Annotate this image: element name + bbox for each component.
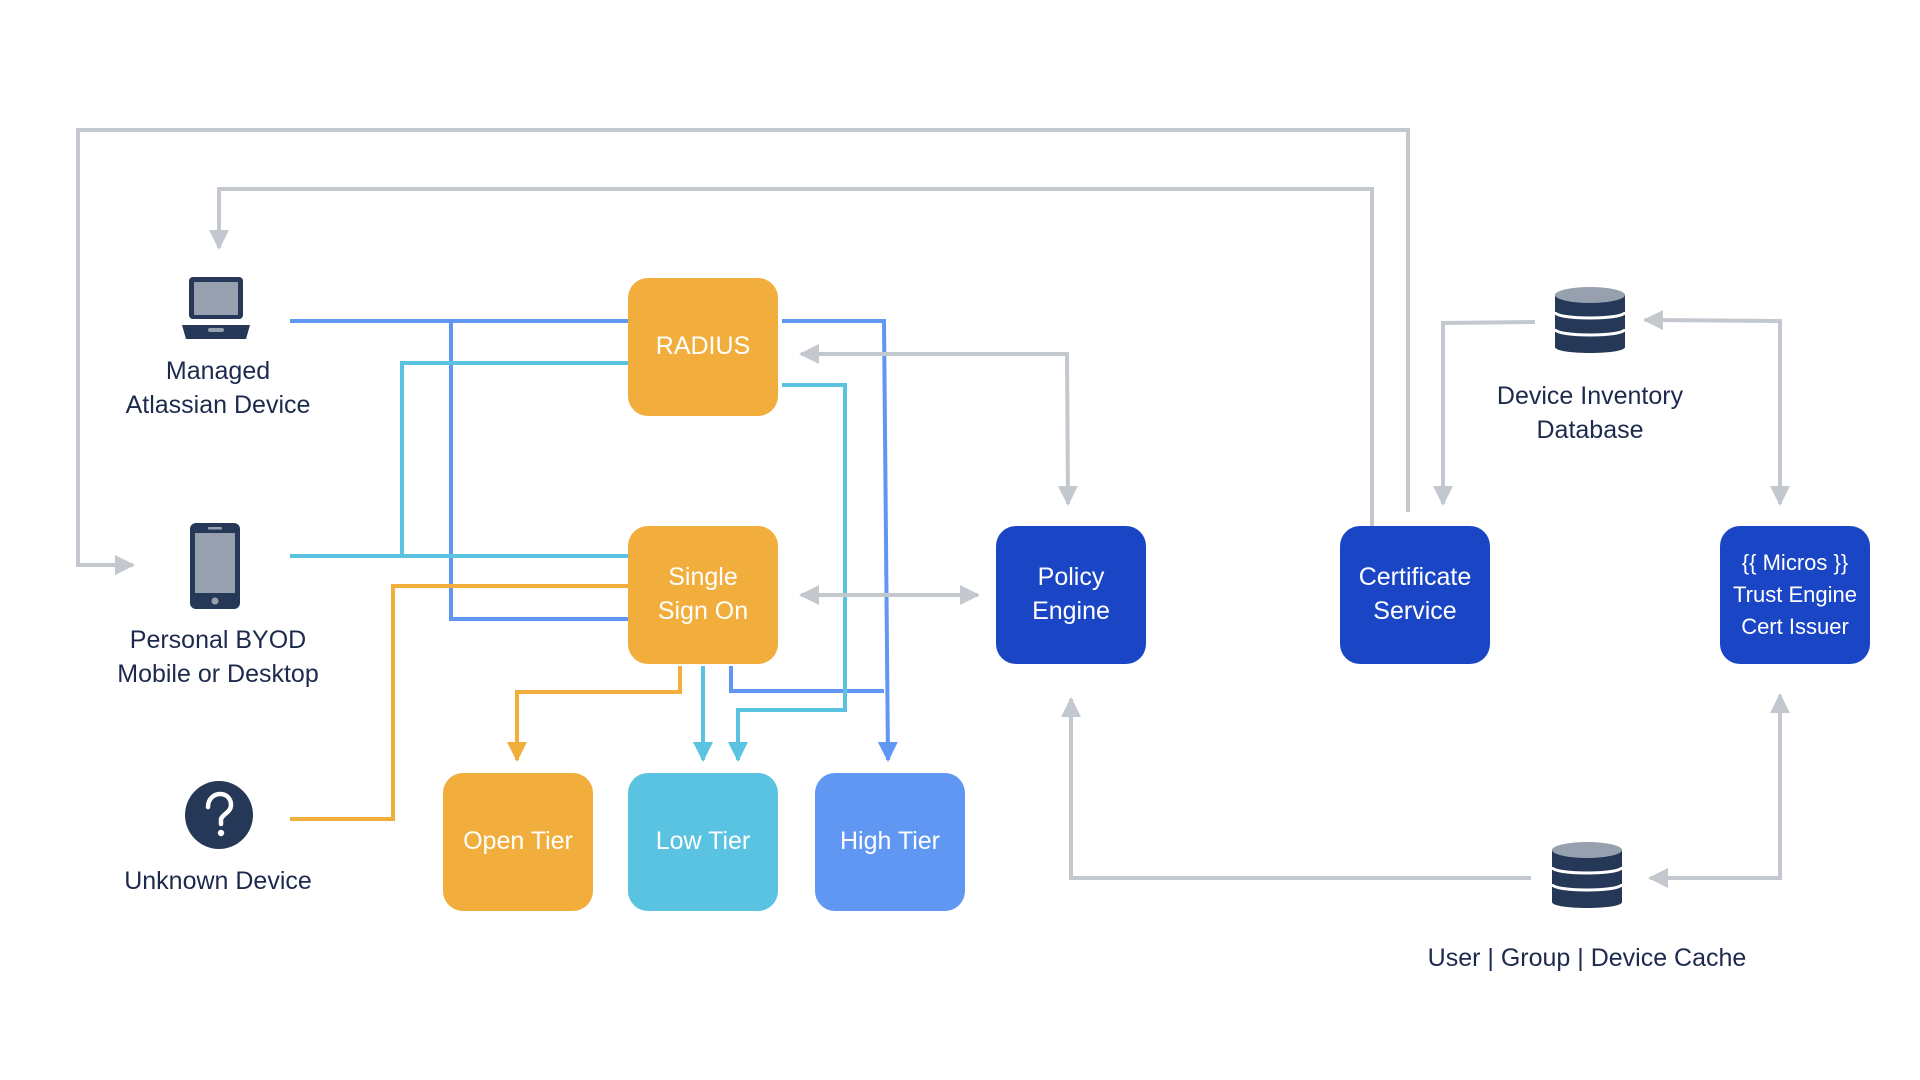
- unknown-device-label: Unknown Device: [124, 867, 312, 895]
- managed-to-sso-link: [449, 321, 628, 621]
- sso-to-open-tier-link: [507, 666, 682, 762]
- unknown-to-sso-link: [290, 584, 628, 821]
- micros-trust-engine-node[interactable]: {{ Micros }} Trust Engine Cert Issuer: [1720, 526, 1870, 664]
- laptop-icon: [182, 277, 250, 339]
- sso-node[interactable]: Single Sign On: [628, 526, 778, 664]
- database-icon: [1550, 842, 1624, 908]
- smartphone-icon: [190, 523, 240, 609]
- policy-cache-link: [1061, 697, 1531, 880]
- radius-to-high-tier-link: [782, 319, 898, 762]
- database-icon: [1553, 287, 1627, 353]
- cert-to-managed-link: [209, 187, 1374, 527]
- cache-micros-link: [1648, 693, 1790, 888]
- radius-node[interactable]: RADIUS: [628, 278, 778, 416]
- inventory-to-cert-link: [1433, 320, 1536, 506]
- high-tier-node[interactable]: High Tier: [815, 773, 965, 911]
- cert-to-byod-link: [76, 128, 1410, 575]
- open-tier-node[interactable]: Open Tier: [443, 773, 593, 911]
- cache-label: User | Group | Device Cache: [1427, 944, 1747, 972]
- radius-policy-link: [799, 344, 1078, 506]
- sso-to-high-tier-link: [729, 666, 884, 693]
- question-mark-icon: [185, 781, 253, 849]
- certificate-service-node[interactable]: Certificate Service: [1340, 526, 1490, 664]
- byod-device-label: Personal BYOD Mobile or Desktop: [117, 626, 319, 688]
- low-tier-node[interactable]: Low Tier: [628, 773, 778, 911]
- inventory-micros-link: [1643, 310, 1790, 506]
- policy-engine-node[interactable]: Policy Engine: [996, 526, 1146, 664]
- device-inventory-label: Device Inventory Database: [1496, 382, 1684, 444]
- managed-device-label: Managed Atlassian Device: [125, 357, 311, 419]
- byod-to-radius-link: [400, 361, 628, 556]
